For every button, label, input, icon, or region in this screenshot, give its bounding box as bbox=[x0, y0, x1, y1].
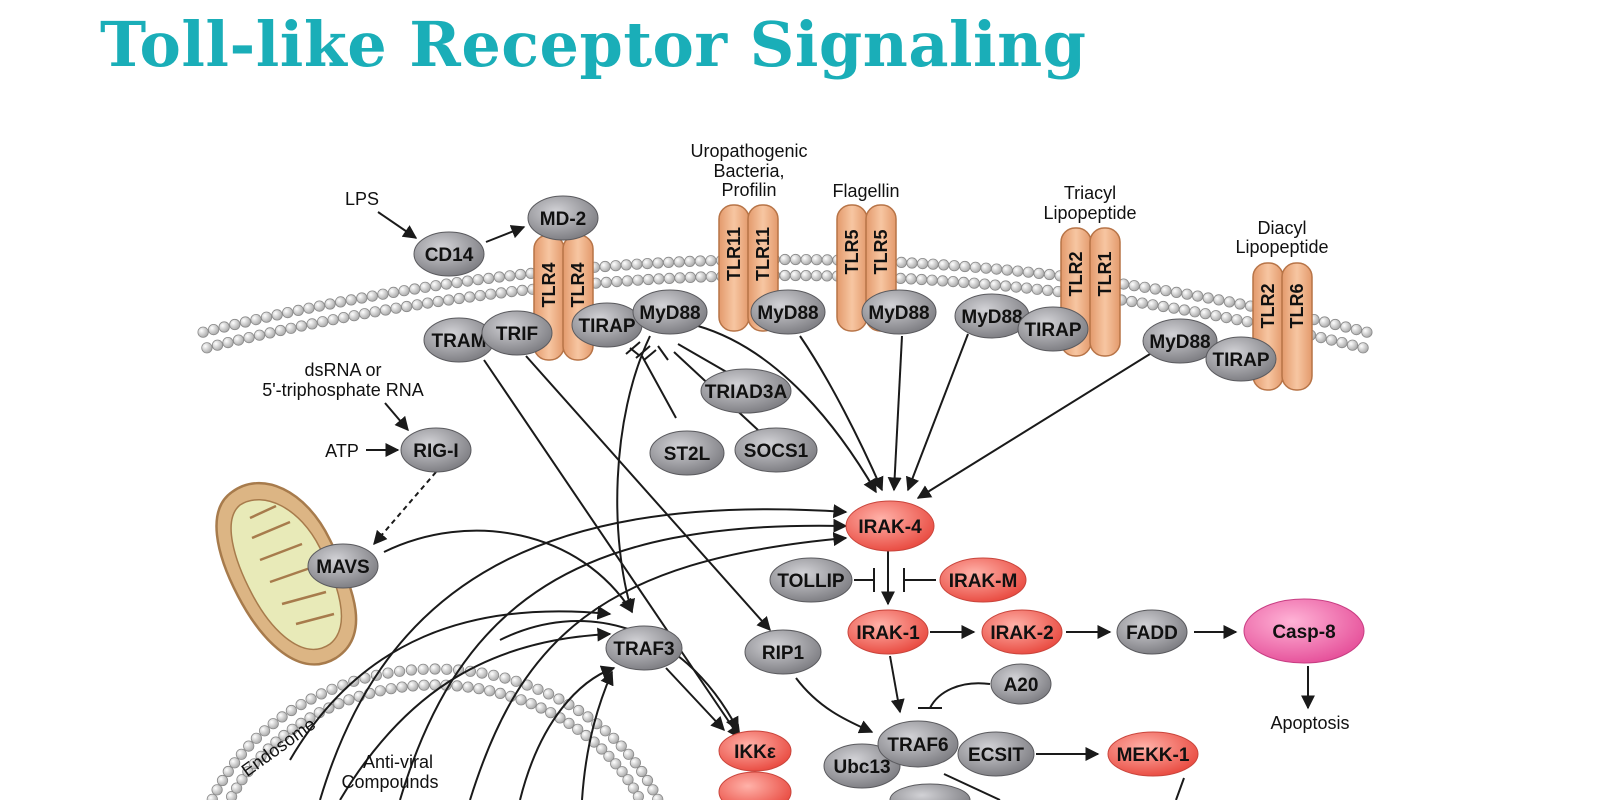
node-traf6-label: TRAF6 bbox=[887, 735, 948, 756]
node-partial-red bbox=[718, 771, 792, 800]
node-mekk1-label: MEKK-1 bbox=[1117, 745, 1190, 766]
node-myd88-1[interactable]: MyD88 bbox=[632, 289, 708, 335]
node-triad3a[interactable]: TRIAD3A bbox=[700, 368, 792, 414]
tlr2b-label: TLR2 bbox=[1258, 284, 1278, 329]
node-fadd[interactable]: FADD bbox=[1116, 609, 1188, 655]
node-fadd-label: FADD bbox=[1126, 623, 1178, 644]
node-partial-gray bbox=[889, 783, 971, 800]
node-cd14[interactable]: CD14 bbox=[413, 231, 485, 277]
node-socs1[interactable]: SOCS1 bbox=[734, 427, 818, 473]
label-dsrna-2: 5'-triphosphate RNA bbox=[262, 380, 424, 400]
node-irakm[interactable]: IRAK-M bbox=[939, 557, 1027, 603]
label-antiviral-1: Anti-viral bbox=[363, 752, 433, 772]
node-rigi[interactable]: RIG-I bbox=[400, 427, 472, 473]
node-traf3[interactable]: TRAF3 bbox=[605, 625, 683, 671]
label-atp: ATP bbox=[325, 441, 359, 461]
node-ikke[interactable]: IKKε bbox=[718, 730, 792, 772]
node-tirap-3[interactable]: TIRAP bbox=[1205, 336, 1277, 382]
node-ubc13-label: Ubc13 bbox=[833, 757, 890, 778]
tlr4-label-b: TLR4 bbox=[568, 263, 588, 308]
node-md2-label: MD-2 bbox=[540, 209, 586, 230]
tlr4-label-a: TLR4 bbox=[539, 263, 559, 308]
node-mekk1[interactable]: MEKK-1 bbox=[1107, 731, 1199, 777]
node-myd88-4[interactable]: MyD88 bbox=[954, 293, 1030, 339]
node-tirap-2[interactable]: TIRAP bbox=[1017, 306, 1089, 352]
label-lps: LPS bbox=[345, 189, 379, 209]
label-uro-1: Uropathogenic bbox=[690, 141, 807, 161]
page-title: Toll-like Receptor Signaling bbox=[100, 8, 1087, 81]
node-tram[interactable]: TRAM bbox=[423, 317, 495, 363]
node-tollip[interactable]: TOLLIP bbox=[769, 557, 853, 603]
node-ubc13[interactable]: Ubc13 bbox=[823, 743, 901, 789]
node-irak2-label: IRAK-2 bbox=[990, 623, 1053, 644]
node-rigi-label: RIG-I bbox=[413, 441, 458, 462]
node-mavs[interactable]: MAVS bbox=[307, 543, 379, 589]
node-ecsit[interactable]: ECSIT bbox=[957, 731, 1035, 777]
node-casp8[interactable]: Casp-8 bbox=[1243, 598, 1365, 664]
mitochondrion bbox=[215, 481, 358, 666]
label-flagellin: Flagellin bbox=[832, 181, 899, 201]
tlr2-label: TLR2 bbox=[1066, 252, 1086, 297]
label-apoptosis: Apoptosis bbox=[1270, 713, 1349, 733]
node-myd88-1-label: MyD88 bbox=[639, 303, 700, 324]
node-tollip-label: TOLLIP bbox=[777, 571, 845, 592]
node-irak1[interactable]: IRAK-1 bbox=[847, 609, 929, 655]
node-tirap-3-label: TIRAP bbox=[1213, 350, 1270, 371]
tlr6-label: TLR6 bbox=[1287, 284, 1307, 329]
node-irakm-label: IRAK-M bbox=[949, 571, 1018, 592]
node-st2l-label: ST2L bbox=[664, 444, 711, 465]
node-irak4[interactable]: IRAK-4 bbox=[845, 500, 935, 552]
node-ikke-label: IKKε bbox=[734, 742, 776, 763]
node-myd88-5[interactable]: MyD88 bbox=[1142, 318, 1218, 364]
node-irak4-label: IRAK-4 bbox=[858, 517, 922, 538]
node-cd14-label: CD14 bbox=[425, 245, 474, 266]
node-rip1[interactable]: RIP1 bbox=[744, 629, 822, 675]
label-diacyl-1: Diacyl bbox=[1257, 218, 1306, 238]
node-tirap-1-label: TIRAP bbox=[579, 316, 636, 337]
node-tirap-2-label: TIRAP bbox=[1025, 320, 1082, 341]
node-myd88-4-label: MyD88 bbox=[961, 307, 1022, 328]
label-triacyl-1: Triacyl bbox=[1064, 183, 1116, 203]
node-rip1-label: RIP1 bbox=[762, 643, 805, 664]
node-st2l[interactable]: ST2L bbox=[649, 430, 725, 476]
tlr11-label-a: TLR11 bbox=[724, 227, 744, 281]
node-myd88-3[interactable]: MyD88 bbox=[861, 289, 937, 335]
node-tirap-1[interactable]: TIRAP bbox=[571, 302, 643, 348]
endosome-membrane bbox=[206, 663, 664, 800]
node-myd88-2[interactable]: MyD88 bbox=[750, 289, 826, 335]
inhibition-edges bbox=[625, 341, 991, 709]
node-md2[interactable]: MD-2 bbox=[527, 195, 599, 241]
node-trif[interactable]: TRIF bbox=[481, 310, 553, 356]
label-uro-2: Bacteria, bbox=[713, 161, 784, 181]
node-triad3a-label: TRIAD3A bbox=[705, 382, 788, 403]
node-socs1-label: SOCS1 bbox=[744, 441, 809, 462]
label-antiviral-2: Compounds bbox=[341, 772, 438, 792]
node-a20-label: A20 bbox=[1004, 675, 1039, 696]
tlr5-label-b: TLR5 bbox=[871, 230, 891, 275]
tlr11-label-b: TLR11 bbox=[753, 227, 773, 281]
tlr5-label-a: TLR5 bbox=[842, 230, 862, 275]
tlr1-label: TLR1 bbox=[1095, 252, 1115, 297]
node-myd88-3-label: MyD88 bbox=[868, 303, 929, 324]
label-uro-3: Profilin bbox=[721, 180, 776, 200]
node-myd88-2-label: MyD88 bbox=[757, 303, 818, 324]
node-traf3-label: TRAF3 bbox=[613, 639, 674, 660]
node-irak2[interactable]: IRAK-2 bbox=[981, 609, 1063, 655]
label-triacyl-2: Lipopeptide bbox=[1043, 203, 1136, 223]
node-traf6[interactable]: TRAF6 bbox=[877, 720, 959, 768]
node-ecsit-label: ECSIT bbox=[968, 745, 1024, 766]
node-tram-label: TRAM bbox=[432, 331, 487, 352]
label-dsrna-1: dsRNA or bbox=[304, 360, 381, 380]
node-trif-label: TRIF bbox=[496, 324, 538, 345]
label-diacyl-2: Lipopeptide bbox=[1235, 237, 1328, 257]
node-irak1-label: IRAK-1 bbox=[856, 623, 920, 644]
node-myd88-5-label: MyD88 bbox=[1149, 332, 1210, 353]
node-a20[interactable]: A20 bbox=[990, 663, 1052, 705]
node-casp8-label: Casp-8 bbox=[1272, 622, 1335, 643]
node-mavs-label: MAVS bbox=[316, 557, 369, 578]
